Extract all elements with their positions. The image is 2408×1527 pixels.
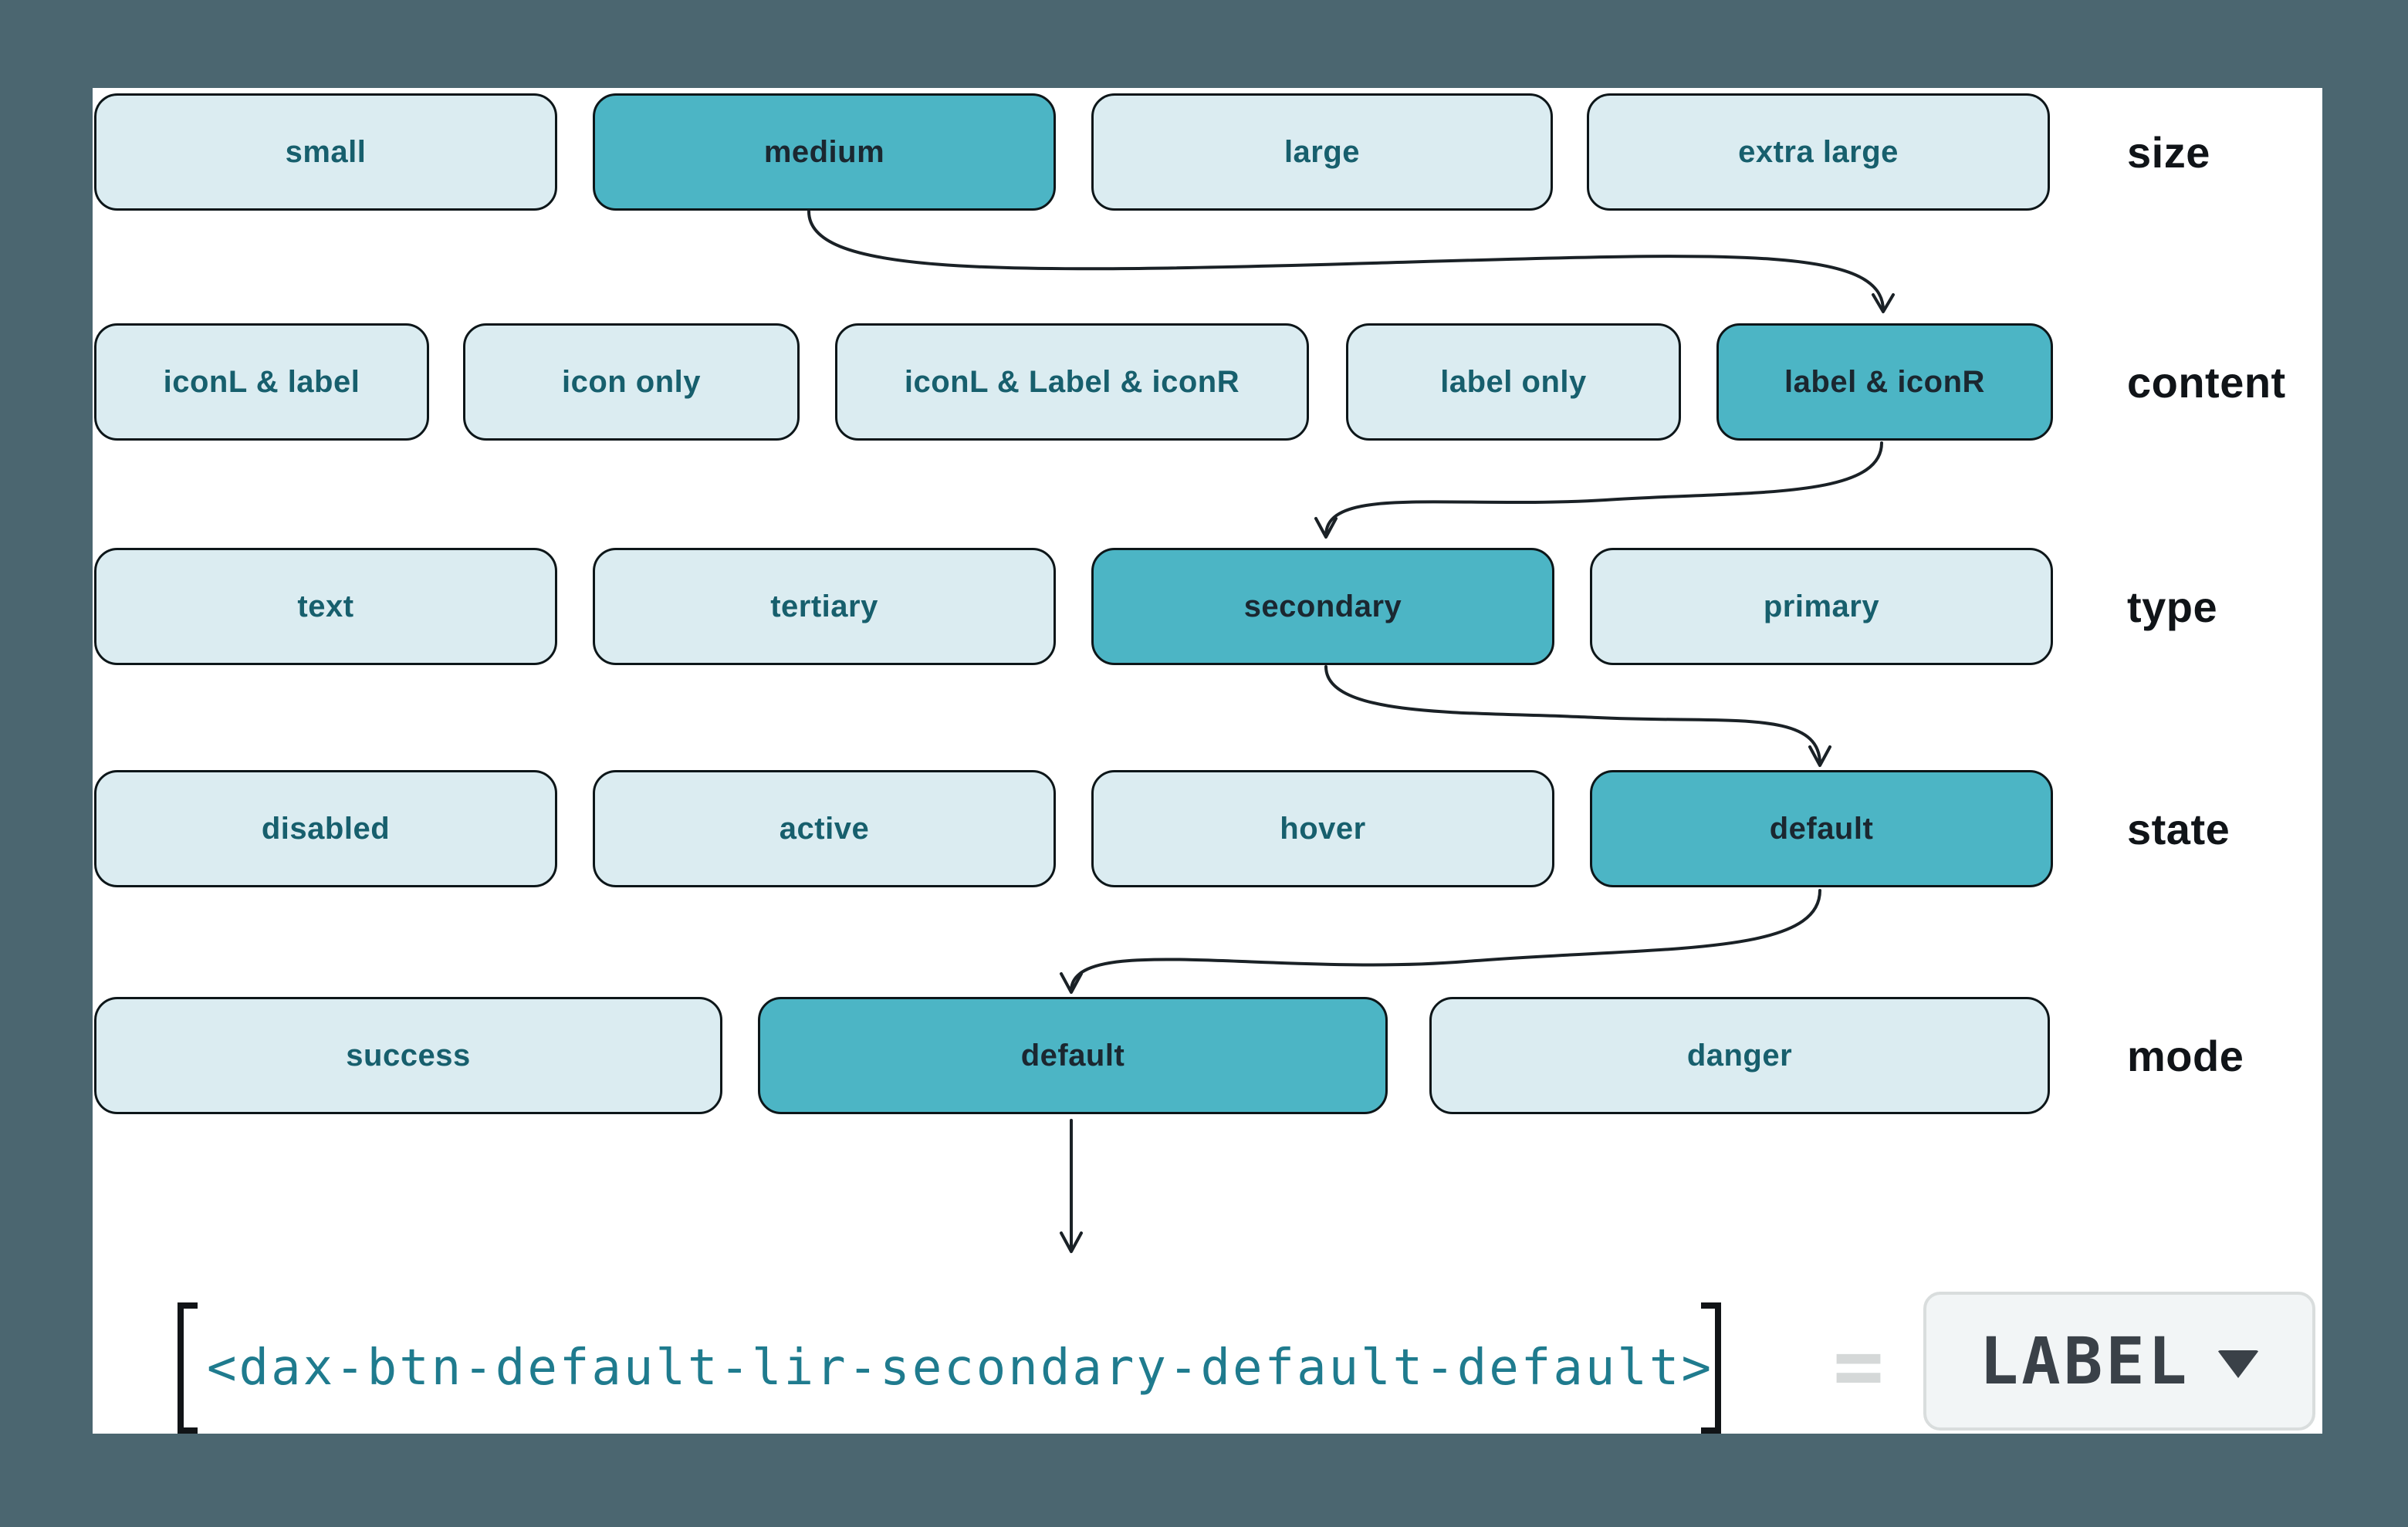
open-bracket [178,1302,198,1434]
row-label-mode: mode [2127,1031,2244,1080]
equals-sign: = [1832,1316,1885,1415]
option-label-only[interactable]: label only [1346,323,1681,441]
option-medium[interactable]: medium [593,93,1056,211]
option-hover[interactable]: hover [1091,770,1554,887]
row-label-state: state [2127,804,2230,853]
option-secondary[interactable]: secondary [1091,548,1554,665]
option-active[interactable]: active [593,770,1056,887]
option-extra-large[interactable]: extra large [1587,93,2050,211]
option-mode-default[interactable]: default [758,997,1388,1114]
label-dropdown-button[interactable]: LABEL [1923,1292,2315,1431]
option-iconl-label[interactable]: iconL & label [94,323,429,441]
option-icon-only[interactable]: icon only [463,323,800,441]
option-disabled[interactable]: disabled [94,770,557,887]
option-primary[interactable]: primary [1590,548,2053,665]
option-success[interactable]: success [94,997,722,1114]
close-bracket [1701,1302,1721,1434]
row-label-type: type [2127,582,2218,631]
component-code: <dax-btn-default-lir-secondary-default-d… [207,1340,1713,1397]
option-danger[interactable]: danger [1429,997,2050,1114]
option-label-iconr[interactable]: label & iconR [1716,323,2053,441]
option-tertiary[interactable]: tertiary [593,548,1056,665]
option-large[interactable]: large [1091,93,1553,211]
label-dropdown-text: LABEL [1979,1323,2190,1399]
triangle-down-icon [2217,1350,2260,1378]
diagram-panel: small medium large extra large size icon… [93,88,2322,1434]
option-small[interactable]: small [94,93,557,211]
option-iconl-label-iconr[interactable]: iconL & Label & iconR [835,323,1309,441]
option-text[interactable]: text [94,548,557,665]
row-label-size: size [2127,127,2210,177]
row-label-content: content [2127,357,2286,407]
option-state-default[interactable]: default [1590,770,2053,887]
